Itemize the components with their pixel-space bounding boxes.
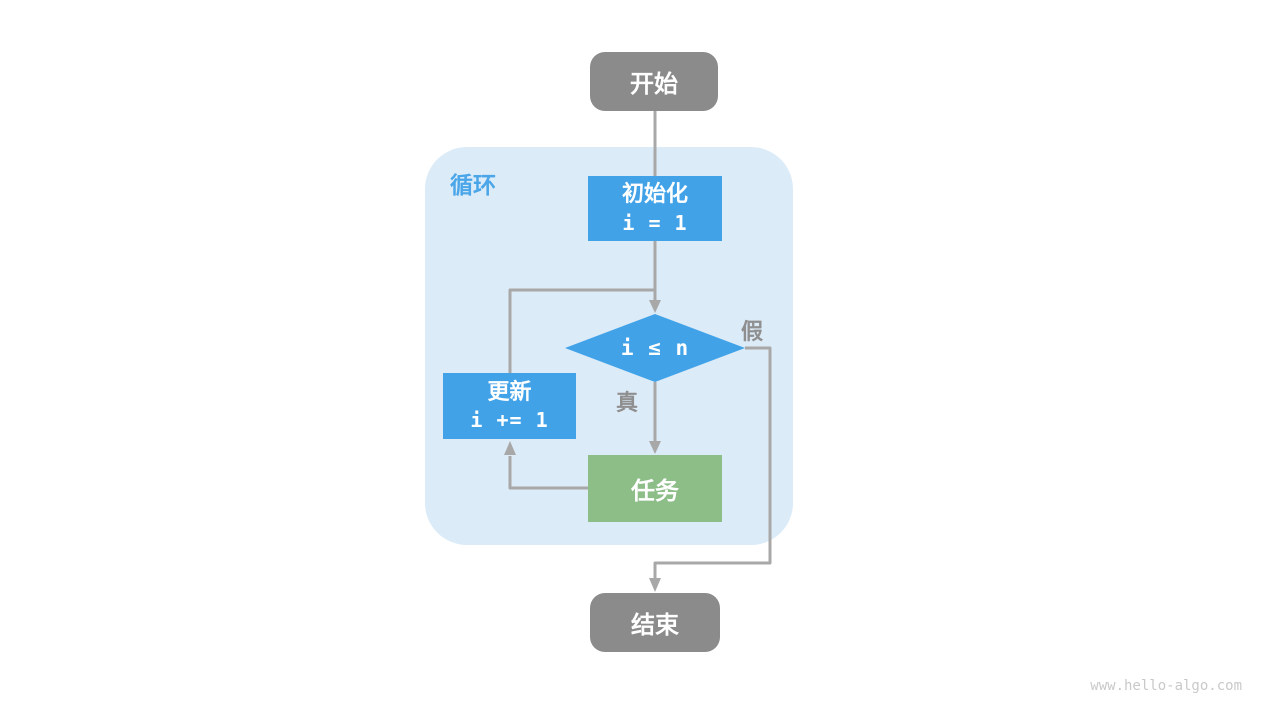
- condition-expr: i ≤ n: [620, 336, 690, 360]
- init-node-code: i = 1: [622, 210, 688, 235]
- update-node: 更新 i += 1: [443, 373, 576, 439]
- task-node: 任务: [588, 455, 722, 522]
- update-node-title: 更新: [487, 379, 532, 405]
- edge-update-cond: [508, 288, 655, 373]
- end-node: 结束: [590, 593, 720, 652]
- start-node: 开始: [590, 52, 718, 111]
- watermark-text: www.hello-algo.com: [1090, 678, 1242, 694]
- false-branch-label: 假: [741, 320, 764, 345]
- loop-label: 循环: [450, 173, 496, 199]
- edge-cond-end: [653, 346, 772, 579]
- arrowhead-task-top: [649, 441, 661, 454]
- edge-task-update: [508, 456, 588, 490]
- task-node-label: 任务: [631, 477, 679, 505]
- init-node-title: 初始化: [621, 182, 688, 208]
- arrowhead-cond-top: [649, 300, 661, 313]
- update-node-code: i += 1: [470, 408, 549, 433]
- true-branch-label: 真: [616, 391, 639, 416]
- init-node: 初始化 i = 1: [588, 176, 722, 241]
- end-node-label: 结束: [631, 611, 679, 639]
- arrowhead-end-top: [649, 578, 661, 592]
- arrowhead-update-bottom: [504, 441, 516, 455]
- start-node-label: 开始: [630, 70, 678, 98]
